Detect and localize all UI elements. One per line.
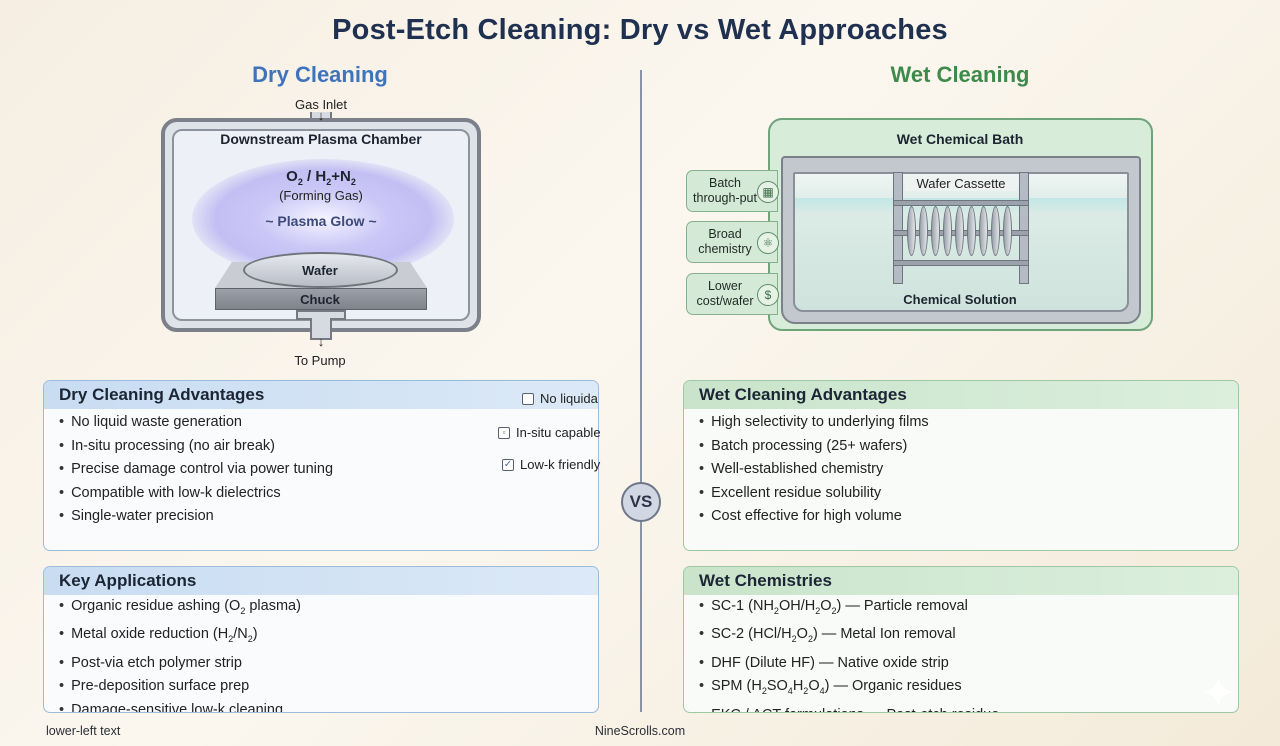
badge-no-liquid: No liquida bbox=[522, 391, 598, 406]
dollar-icon: $ bbox=[757, 284, 779, 306]
list-item: Metal oxide reduction (H2/N2) bbox=[59, 623, 598, 651]
footer-site-credit: NineScrolls.com bbox=[594, 724, 686, 738]
cassette-post-right bbox=[1019, 172, 1029, 284]
cassette-bar-bottom bbox=[893, 260, 1029, 266]
list-item: Excellent residue solubility bbox=[699, 482, 1238, 506]
dry-advantages-list: No liquid waste generation In-situ proce… bbox=[44, 409, 598, 529]
chamber-label: Downstream Plasma Chamber bbox=[220, 131, 422, 147]
vs-badge: VS bbox=[621, 482, 661, 522]
chemical-solution-label: Chemical Solution bbox=[903, 292, 1017, 307]
list-item: Batch processing (25+ wafers) bbox=[699, 435, 1238, 459]
card-title: Wet Chemistries bbox=[684, 567, 1238, 595]
checkmark-icon: ✓ bbox=[502, 458, 514, 471]
wafer-slot bbox=[991, 206, 1000, 256]
list-item: In-situ processing (no air break) bbox=[59, 435, 598, 459]
wet-chemistries-card: Wet Chemistries SC-1 (NH2OH/H2O2) — Part… bbox=[683, 566, 1239, 713]
wet-advantages-list: High selectivity to underlying films Bat… bbox=[684, 409, 1238, 529]
wafer-cassette-label: Wafer Cassette bbox=[905, 176, 1017, 191]
feature-label: Broad chemistry bbox=[698, 227, 752, 256]
molecule-icon: ⚛ bbox=[757, 232, 779, 254]
wafer-label: Wafer bbox=[302, 263, 338, 278]
cassette-bar-top bbox=[893, 200, 1029, 206]
center-divider bbox=[640, 70, 642, 712]
wafer-slot bbox=[943, 206, 952, 256]
wet-cleaning-heading: Wet Cleaning bbox=[890, 62, 1030, 87]
cassette-post-left bbox=[893, 172, 903, 284]
badge-label: Low-k friendly bbox=[520, 457, 601, 472]
feature-lower-cost: Lower cost/wafer $ bbox=[686, 273, 779, 315]
dry-advantages-card: Dry Cleaning Advantages No liquid waste … bbox=[43, 380, 599, 551]
list-item: Cost effective for high volume bbox=[699, 505, 1238, 529]
key-applications-card: Key Applications Organic residue ashing … bbox=[43, 566, 599, 713]
pump-pipe-stem bbox=[310, 318, 332, 340]
feature-label: Lower cost/wafer bbox=[696, 279, 754, 308]
chemistries-list: SC-1 (NH2OH/H2O2) — Particle removal SC-… bbox=[684, 595, 1238, 712]
list-item: Well-established chemistry bbox=[699, 458, 1238, 482]
badge-label: In-situ capable bbox=[516, 425, 601, 440]
pump-arrow-icon: ↓ bbox=[317, 334, 325, 349]
list-item: Organic residue ashing (O2 plasma) bbox=[59, 595, 598, 623]
wafer-slot bbox=[967, 206, 976, 256]
list-item: SPM (H2SO4H2O4) — Organic residues bbox=[699, 675, 1238, 703]
chemical-solution bbox=[793, 172, 1129, 312]
wafer-slot bbox=[1003, 206, 1012, 256]
chuck-label: Chuck bbox=[300, 292, 340, 307]
gas-description: (Forming Gas) bbox=[279, 188, 363, 203]
applications-list: Organic residue ashing (O2 plasma) Metal… bbox=[44, 595, 598, 712]
wafer-slot bbox=[907, 206, 916, 256]
badge-in-situ: ▫ In-situ capable bbox=[498, 425, 601, 440]
list-item: Post-via etch polymer strip bbox=[59, 652, 598, 676]
wafer-slot bbox=[979, 206, 988, 256]
card-title: Wet Cleaning Advantages bbox=[684, 381, 1238, 409]
gas-inlet-label: Gas Inlet bbox=[294, 97, 348, 112]
plasma-glow-label: ~ Plasma Glow ~ bbox=[265, 213, 377, 229]
badge-low-k: ✓ Low-k friendly bbox=[502, 457, 600, 472]
wafer-slot bbox=[931, 206, 940, 256]
sparkle-icon: ✦ bbox=[1200, 669, 1237, 718]
card-title: Key Applications bbox=[44, 567, 598, 595]
inlet-arrow-icon: ↓ bbox=[317, 108, 325, 123]
chuck bbox=[215, 288, 427, 310]
list-item: Precise damage control via power tuning bbox=[59, 458, 598, 482]
wet-advantages-card: Wet Cleaning Advantages High selectivity… bbox=[683, 380, 1239, 551]
footer-left-text: lower-left text bbox=[46, 724, 121, 738]
card-title: Dry Cleaning Advantages bbox=[44, 381, 598, 409]
wafer-cassette bbox=[893, 172, 1029, 284]
page-title: Post-Etch Cleaning: Dry vs Wet Approache… bbox=[332, 14, 948, 46]
gas-formula: O2 / H2+N2 bbox=[286, 168, 356, 187]
dry-cleaning-heading: Dry Cleaning bbox=[252, 62, 388, 87]
list-item: DHF (Dilute HF) — Native oxide strip bbox=[699, 652, 1238, 676]
list-item: No liquid waste generation bbox=[59, 411, 598, 435]
list-item: SC-1 (NH2OH/H2O2) — Particle removal bbox=[699, 595, 1238, 623]
list-item: Pre-deposition surface prep bbox=[59, 675, 598, 699]
to-pump-label: To Pump bbox=[294, 353, 346, 368]
list-item: SC-2 (HCl/H2O2) — Metal Ion removal bbox=[699, 623, 1238, 651]
feature-broad-chemistry: Broad chemistry ⚛ bbox=[686, 221, 779, 263]
list-item: Single-water precision bbox=[59, 505, 598, 529]
list-item: EKC / ACT formulations — Post-etch resid… bbox=[699, 704, 1238, 712]
calendar-icon: ▦ bbox=[757, 181, 779, 203]
wet-bath-label: Wet Chemical Bath bbox=[896, 131, 1024, 147]
badge-label: No liquida bbox=[540, 391, 598, 406]
list-item: High selectivity to underlying films bbox=[699, 411, 1238, 435]
wafer-slot bbox=[919, 206, 928, 256]
wafer bbox=[243, 252, 398, 288]
feature-label: Batch through-put bbox=[693, 176, 757, 205]
list-item: Damage-sensitive low-k cleaning bbox=[59, 699, 598, 712]
chamber-icon: ▫ bbox=[498, 426, 510, 439]
feature-batch-throughput: Batch through-put ▦ bbox=[686, 170, 779, 212]
list-item: Compatible with low-k dielectrics bbox=[59, 482, 598, 506]
checkbox-icon bbox=[522, 392, 534, 405]
wafer-slot bbox=[955, 206, 964, 256]
